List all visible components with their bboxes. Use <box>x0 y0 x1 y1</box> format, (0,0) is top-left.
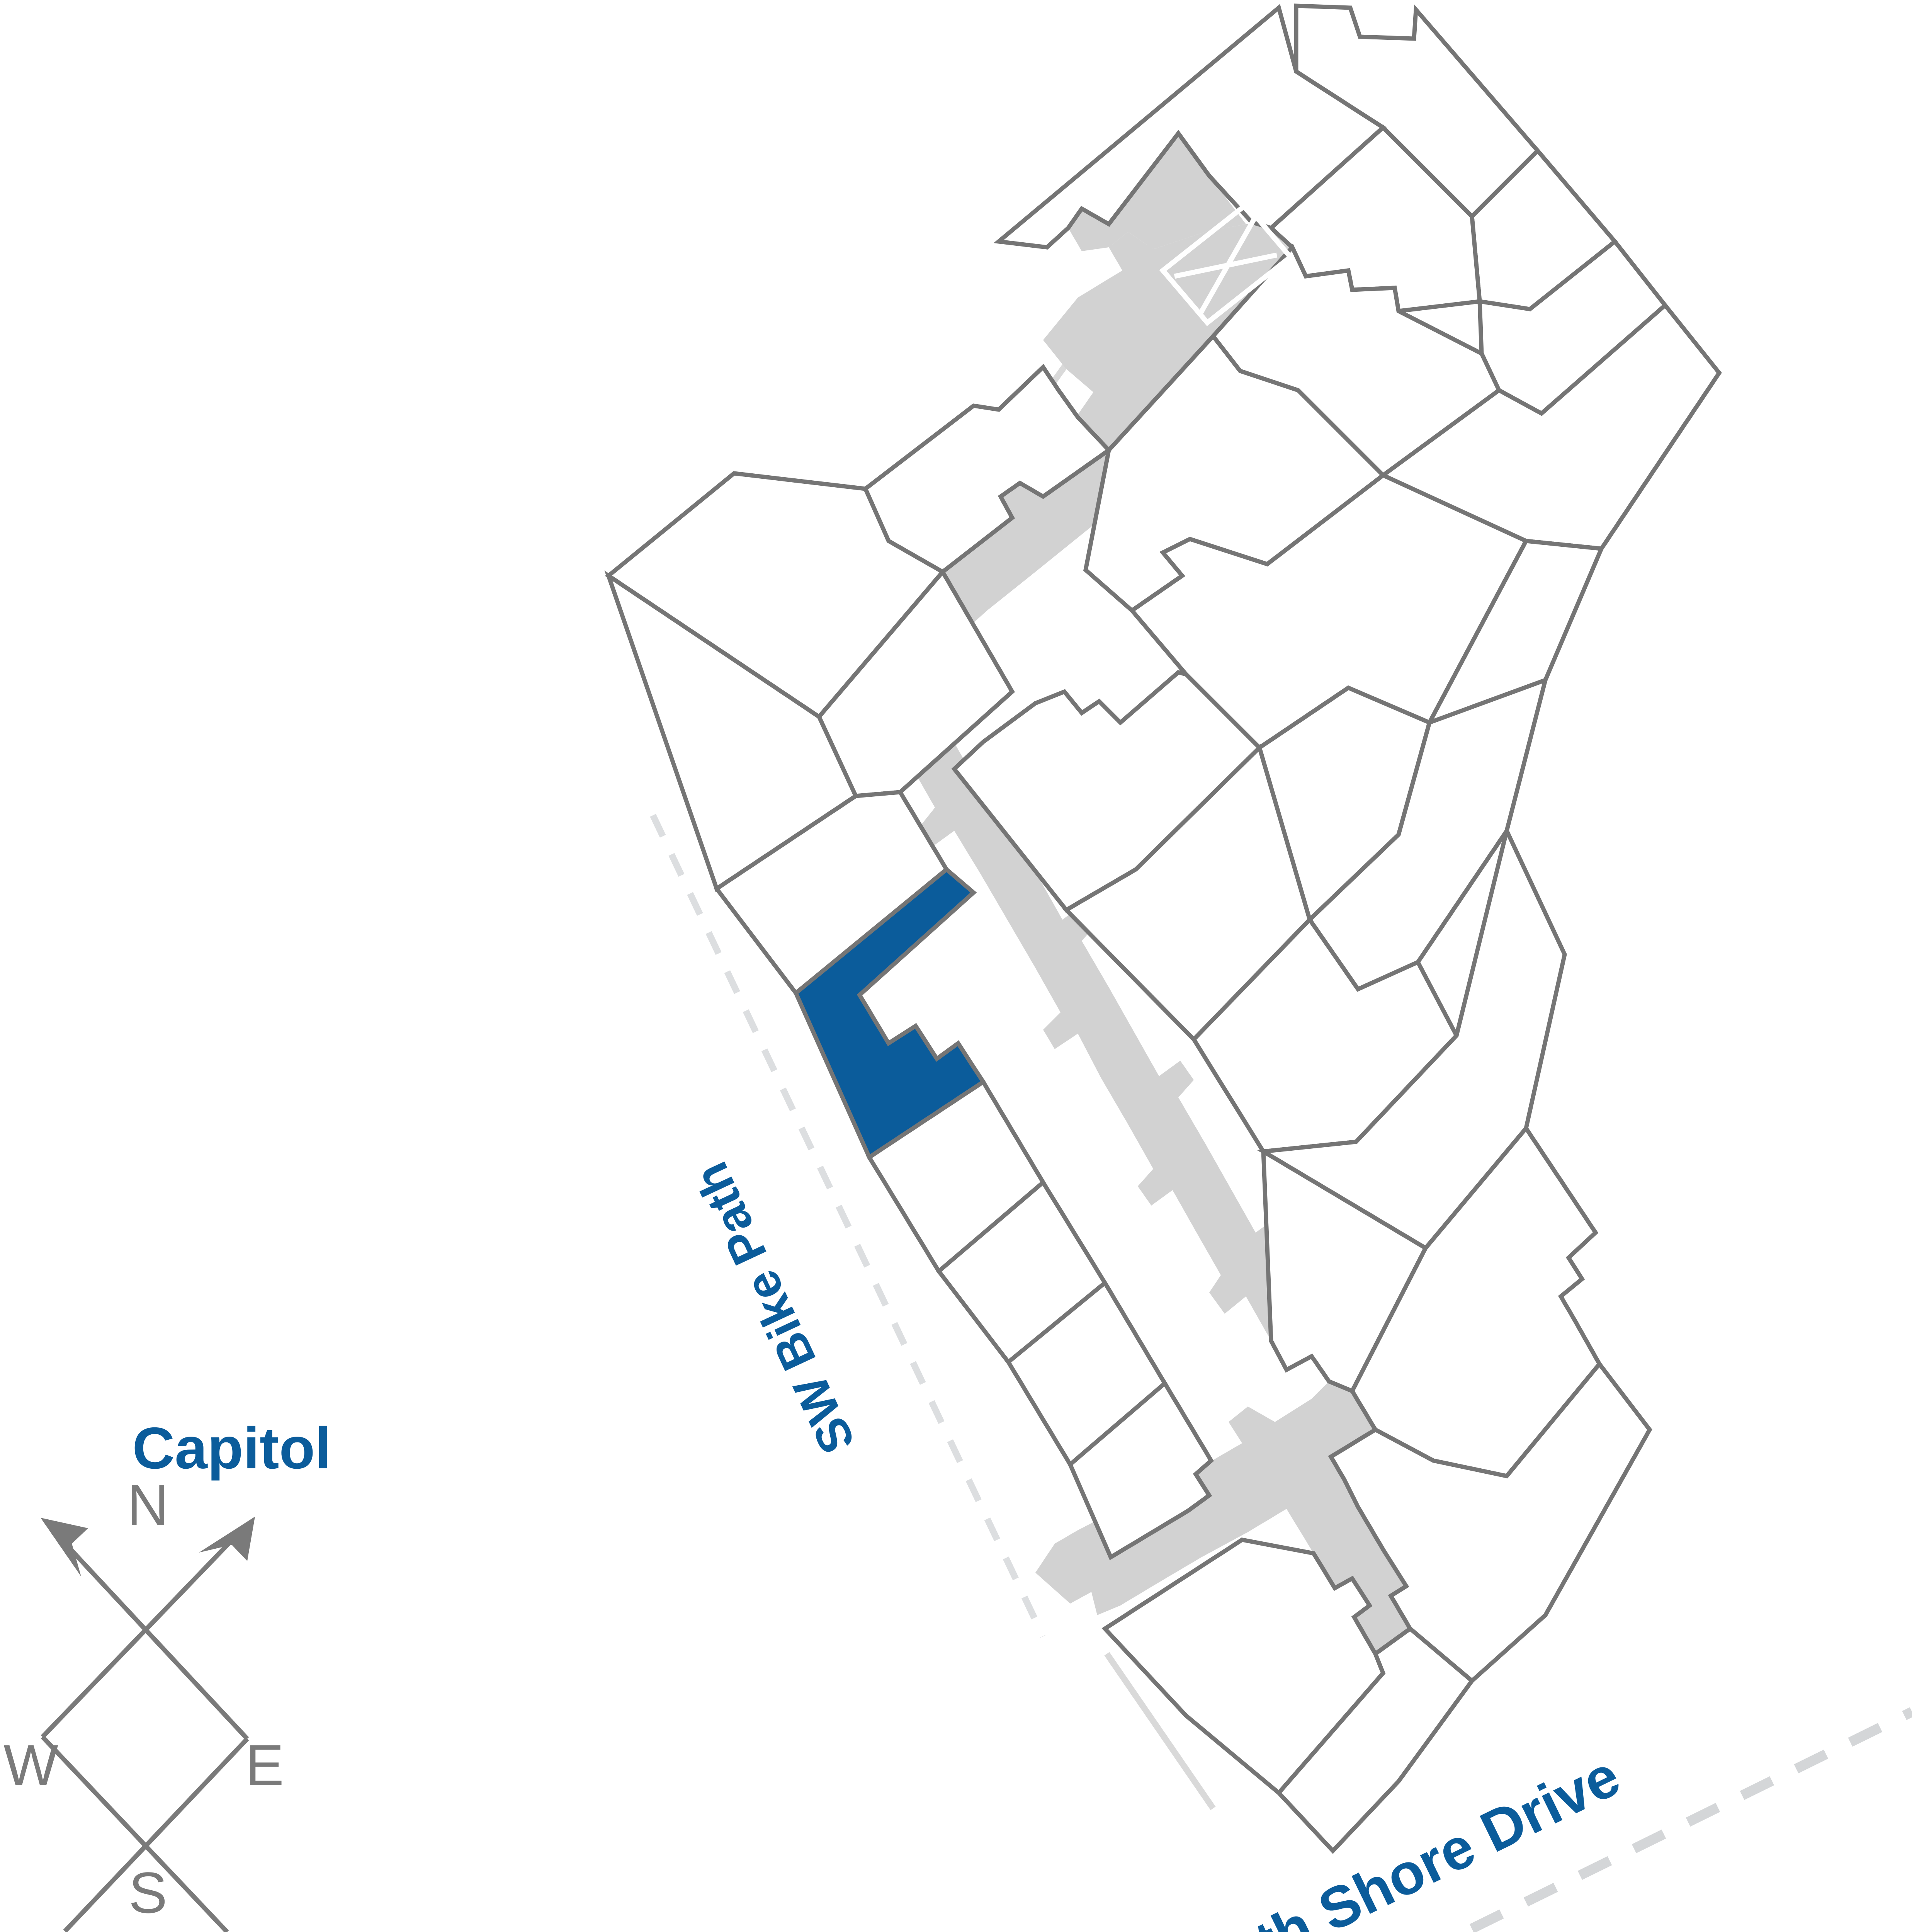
unit-left-04[interactable] <box>714 790 950 996</box>
shadow-edge-lower <box>1104 1652 1216 1810</box>
streets-layer <box>650 814 1912 1932</box>
unit-right-05[interactable] <box>1063 743 1312 1043</box>
compass-letter-south: S <box>129 1860 167 1925</box>
compass-ne-arrowhead <box>199 1517 255 1561</box>
compass-letter-east: E <box>245 1733 284 1798</box>
unit-right-12[interactable] <box>1276 1626 1475 1854</box>
compass-letter-north: N <box>127 1473 169 1537</box>
elevator-box-outline <box>1159 201 1294 326</box>
compass-nw-arrowhead <box>41 1518 88 1577</box>
sw-bike-path-line <box>650 814 1046 1638</box>
compass-rose <box>41 1517 255 1932</box>
elevator-x-stroke-b <box>1197 215 1258 316</box>
unit-left-10[interactable] <box>1101 1537 1386 1796</box>
compass-se-tail <box>63 1737 249 1932</box>
mid-lower-units <box>604 471 1652 1854</box>
compass-letter-west: W <box>3 1733 58 1798</box>
compass-nw-shaft <box>48 1526 249 1741</box>
landmark-label-capitol: Capitol <box>132 1415 331 1481</box>
compass-sw-tail <box>41 1735 229 1932</box>
elevator-stairs-icon <box>1159 201 1294 326</box>
compass-ne-shaft <box>41 1524 247 1739</box>
upper-wing-units <box>863 3 1722 613</box>
unit-left-09[interactable] <box>1067 1380 1214 1560</box>
unit-upper-08[interactable] <box>863 364 1112 575</box>
north-shore-drive-line <box>1453 1707 1912 1932</box>
compass-legend: Capitol N W E S Monona Bay <box>3 1415 331 1932</box>
unit-upper-03[interactable] <box>993 4 1387 250</box>
